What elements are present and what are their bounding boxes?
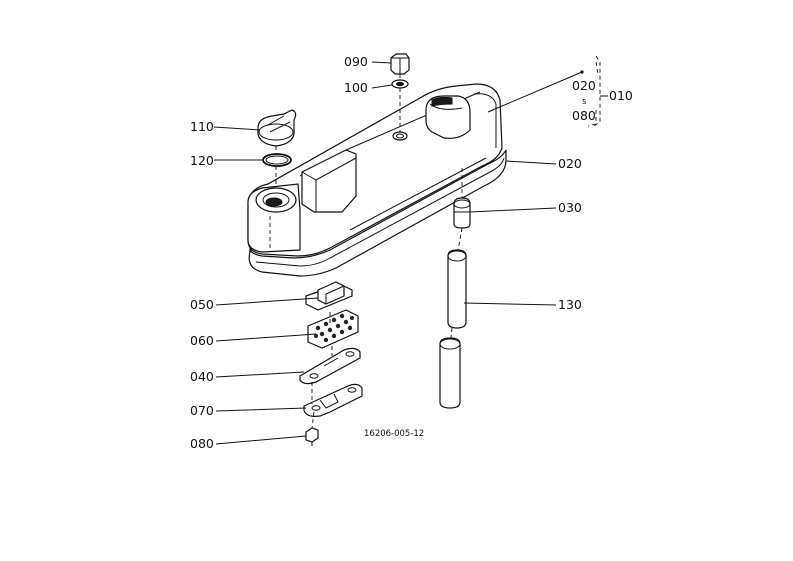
rocker-cover [247, 83, 507, 277]
cap-nut [390, 53, 410, 75]
group-to: 080 [572, 108, 596, 123]
assembly-group: 020 s 080 010 [572, 55, 633, 127]
callout-050: 050 [190, 297, 214, 312]
breather-cover [305, 281, 353, 311]
callout-130: 130 [558, 297, 582, 312]
o-ring [262, 153, 292, 167]
group-bracket [593, 55, 601, 127]
seal-washer [391, 79, 409, 89]
callout-120: 120 [190, 153, 214, 168]
group-from: 020 [572, 78, 596, 93]
callout-110: 110 [190, 119, 214, 134]
group-assembly: 010 [609, 88, 633, 103]
callout-labels: 090 100 110 120 020 030 130 050 060 040 … [190, 54, 582, 451]
leader-lines [213, 61, 584, 445]
callout-090: 090 [344, 54, 368, 69]
callout-040: 040 [190, 369, 214, 384]
bracket-plate [303, 383, 363, 417]
breather-tube-upper [447, 249, 467, 329]
callout-080: 080 [190, 436, 214, 451]
callout-030: 030 [558, 200, 582, 215]
oil-filler-cap [257, 109, 297, 147]
callout-060: 060 [190, 333, 214, 348]
callout-020: 020 [558, 156, 582, 171]
baffle-plate [299, 347, 361, 385]
figure-code: 16206-005-12 [364, 429, 424, 439]
breather-tube-lower [439, 337, 461, 409]
grommet [453, 197, 471, 229]
assembly-centerlines [269, 61, 599, 429]
group-tilde: s [582, 97, 587, 107]
bolt [305, 427, 319, 446]
callout-100: 100 [344, 80, 368, 95]
filter-element [307, 309, 359, 349]
callout-070: 070 [190, 403, 214, 418]
